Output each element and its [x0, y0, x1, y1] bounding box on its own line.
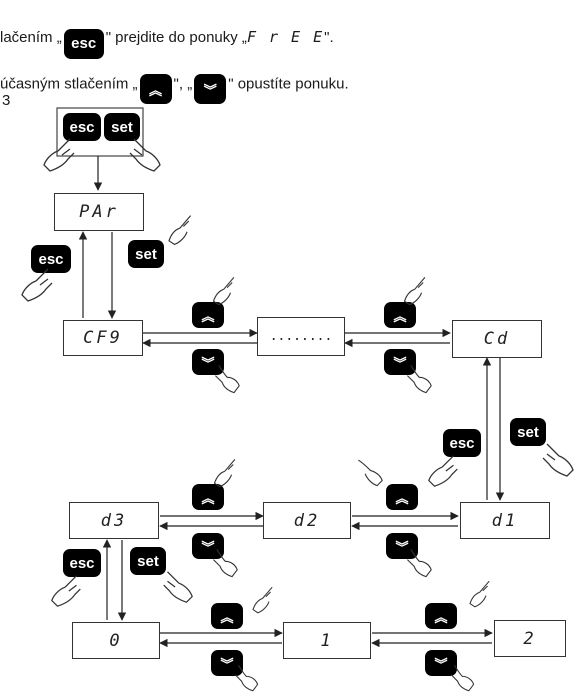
up-key-icon: ︽: [211, 603, 243, 629]
down-key-icon: ︾: [425, 650, 457, 676]
pointing-hand-icon: [469, 580, 490, 608]
pointing-hand-icon: [168, 215, 192, 246]
instruction-text: lačením „: [0, 29, 62, 46]
down-key-icon: ︾: [194, 74, 227, 104]
esc-key-icon: esc: [63, 113, 101, 141]
instruction-text: ".: [324, 29, 334, 46]
pointing-hand-icon: [234, 664, 259, 692]
pointing-hand-icon: [129, 138, 161, 172]
down-key-icon: ︾: [211, 650, 243, 676]
figure-number: 3: [2, 92, 11, 109]
pointing-hand-icon: [358, 459, 383, 487]
pointing-hand-icon: [542, 443, 574, 477]
instruction-text: účasným stlačením „: [0, 75, 138, 93]
display-two: 2: [494, 620, 566, 657]
pointing-hand-icon: [215, 365, 240, 394]
down-key-icon: ︾: [386, 533, 418, 559]
instruction-line-1: lačením „esc" prejdite do ponuky „F r E …: [0, 28, 334, 59]
instruction-text: " opustíte ponuku.: [228, 75, 349, 93]
display-dots: ........: [257, 317, 345, 356]
set-key-icon: set: [130, 547, 166, 575]
down-key-icon: ︾: [192, 533, 224, 559]
up-key-icon: ︽: [386, 484, 418, 510]
pointing-hand-icon: [213, 549, 238, 578]
instruction-text: " prejdite do ponuky „: [105, 29, 247, 46]
pointing-hand-icon: [163, 571, 193, 603]
display-par: PAr: [54, 193, 144, 231]
up-key-icon: ︽: [192, 302, 224, 328]
down-key-icon: ︾: [384, 349, 416, 375]
menu-name: F r E E: [246, 28, 325, 46]
display-cd: Cd: [452, 320, 542, 358]
pointing-hand-icon: [428, 455, 458, 487]
display-d2: d2: [263, 502, 351, 539]
up-key-icon: ︽: [425, 603, 457, 629]
pointing-hand-icon: [403, 277, 426, 306]
pointing-hand-icon: [252, 586, 273, 614]
pointing-hand-icon: [213, 459, 236, 488]
pointing-hand-icon: [407, 365, 432, 394]
up-key-icon: ︽: [192, 484, 224, 510]
display-d3: d3: [69, 502, 159, 539]
down-key-icon: ︾: [192, 349, 224, 375]
pointing-hand-icon: [43, 138, 75, 172]
esc-key-icon: esc: [63, 28, 104, 59]
instruction-text: ", „: [173, 75, 193, 93]
instruction-line-2: účasným stlačením „︽", „︾" opustíte ponu…: [0, 74, 349, 104]
pointing-hand-icon: [51, 575, 81, 607]
set-key-icon: set: [104, 113, 140, 141]
display-cf9: CF9: [63, 320, 143, 356]
pointing-hand-icon: [212, 277, 235, 306]
up-key-icon: ︽: [384, 302, 416, 328]
pointing-hand-icon: [21, 268, 53, 302]
set-key-icon: set: [510, 418, 546, 446]
display-d1: d1: [460, 502, 550, 539]
esc-key-icon: esc: [31, 245, 71, 273]
display-one: 1: [283, 622, 371, 659]
pointing-hand-icon: [407, 549, 432, 578]
set-key-icon: set: [128, 240, 164, 268]
pointing-hand-icon: [450, 664, 475, 692]
up-key-icon: ︽: [139, 74, 172, 104]
esc-key-icon: esc: [63, 549, 101, 577]
display-zero: 0: [72, 622, 160, 659]
esc-key-icon: esc: [443, 429, 481, 457]
